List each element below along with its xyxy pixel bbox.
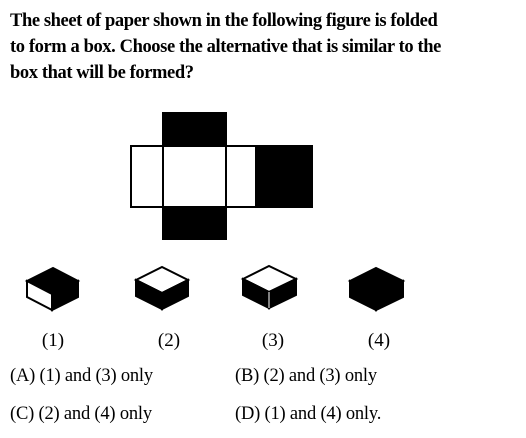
question-line-3: box that will be formed? — [10, 63, 194, 83]
cube-4-side — [375, 279, 404, 312]
cube-label-2: (2) — [157, 330, 181, 351]
net-center-face — [162, 145, 227, 208]
cube-label-4: (4) — [367, 330, 391, 351]
net-bottom-flap — [162, 206, 227, 240]
cube-label-3: (3) — [261, 330, 285, 351]
cube-4 — [347, 266, 406, 312]
cube-1-side — [51, 279, 79, 312]
option-d[interactable]: (D) (1) and (4) only. — [235, 404, 382, 424]
question-text: The sheet of paper shown in the followin… — [10, 8, 516, 86]
option-a[interactable]: (A) (1) and (3) only — [10, 366, 153, 386]
question-line-2: to form a box. Choose the alternative th… — [10, 37, 441, 57]
option-b[interactable]: (B) (2) and (3) only — [235, 366, 377, 386]
cube-2-side — [161, 278, 189, 311]
net-far-right-face — [255, 145, 313, 208]
option-c[interactable]: (C) (2) and (4) only — [10, 404, 152, 424]
net-top-flap — [162, 112, 227, 147]
cube-3 — [240, 264, 299, 310]
cube-2 — [133, 265, 191, 311]
cube-1 — [24, 266, 81, 312]
question-line-1: The sheet of paper shown in the followin… — [10, 11, 438, 31]
cube-label-1: (1) — [41, 330, 65, 351]
